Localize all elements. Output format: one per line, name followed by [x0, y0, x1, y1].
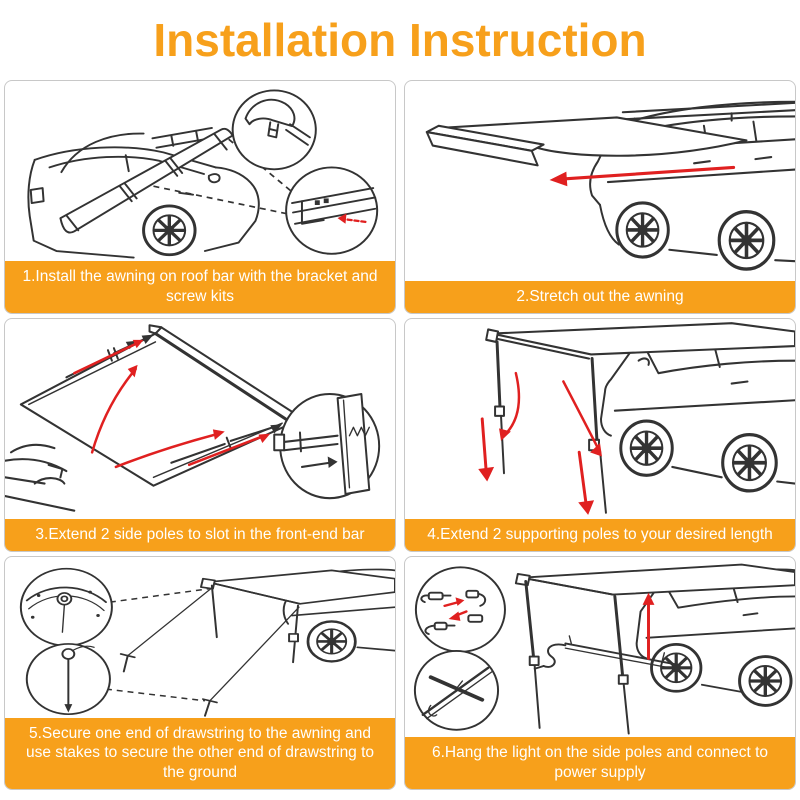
step-6-illustration [405, 557, 795, 737]
step-1-caption: 1.Install the awning on roof bar with th… [5, 261, 395, 313]
magnifier-connectors-icon [414, 566, 506, 653]
car-roof-bracket-diagram-icon [27, 89, 379, 259]
step-6-caption: 6.Hang the light on the side poles and c… [405, 737, 795, 789]
step-5-illustration [5, 557, 395, 718]
header: Installation Instruction [0, 0, 800, 80]
step-4-caption: 4.Extend 2 supporting poles to your desi… [405, 519, 795, 551]
step-5-caption: 5.Secure one end of drawstring to the aw… [5, 717, 395, 789]
steps-grid: 1.Install the awning on roof bar with th… [0, 80, 800, 795]
drawstring-stakes-diagram-icon [19, 567, 395, 717]
step-4-panel: 4.Extend 2 supporting poles to your desi… [404, 318, 796, 552]
step-2-caption: 2.Stretch out the awning [405, 281, 795, 313]
step-1-panel: 1.Install the awning on roof bar with th… [4, 80, 396, 314]
step-6-panel: 6.Hang the light on the side poles and c… [404, 556, 796, 790]
step-1-illustration [5, 81, 395, 261]
step-3-illustration [5, 319, 395, 519]
magnifier-grommet-icon [19, 567, 113, 647]
step-2-illustration [405, 81, 795, 281]
step-5-panel: 5.Secure one end of drawstring to the aw… [4, 556, 396, 790]
page-title: Installation Instruction [153, 14, 647, 66]
awning-stretch-diagram-icon [425, 100, 795, 271]
light-power-diagram-icon [413, 563, 795, 735]
side-poles-slot-diagram-icon [5, 324, 381, 512]
step-4-illustration [405, 319, 795, 519]
step-3-panel: 3.Extend 2 side poles to slot in the fro… [4, 318, 396, 552]
support-poles-diagram-icon [478, 322, 795, 515]
magnifier-screw-kit-icon [285, 166, 379, 255]
step-3-caption: 3.Extend 2 side poles to slot in the fro… [5, 519, 395, 551]
step-2-panel: 2.Stretch out the awning [404, 80, 796, 314]
